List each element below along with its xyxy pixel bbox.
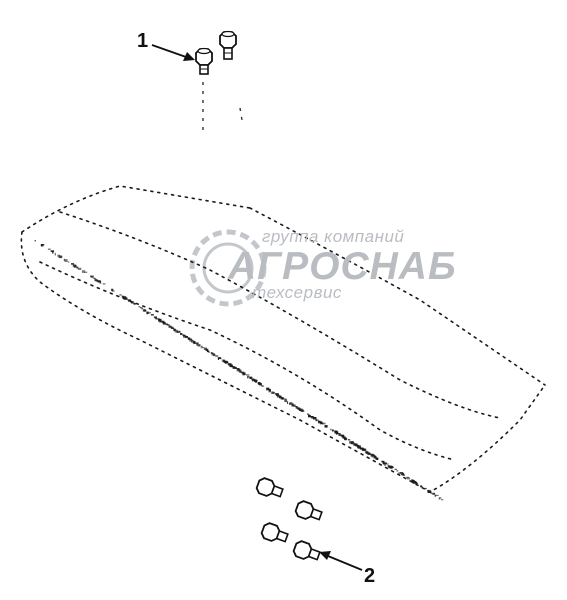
- watermark-line-bottom: техсервис: [252, 283, 342, 302]
- flange-bolt-icon: [219, 30, 237, 60]
- callout-number-2: 2: [364, 565, 376, 587]
- flange-bolt-icon: [255, 477, 284, 498]
- leader-arrow-1: [151, 44, 195, 61]
- leader-arrow-2: [319, 551, 363, 571]
- watermark-line-top: группа компаний: [262, 227, 405, 246]
- casting-detail-speckle: [34, 240, 444, 501]
- cylinder-head-outline: [20, 185, 546, 493]
- flange-bolt-icon: [260, 522, 289, 543]
- watermark-brand: АГРОСНАБ: [228, 245, 457, 288]
- flange-bolt-icon: [195, 47, 213, 75]
- flange-bolt-icon: [292, 540, 321, 561]
- assembly-center-line: [239, 107, 243, 121]
- callout-number-1: 1: [137, 30, 149, 52]
- flange-bolt-icon: [294, 500, 323, 521]
